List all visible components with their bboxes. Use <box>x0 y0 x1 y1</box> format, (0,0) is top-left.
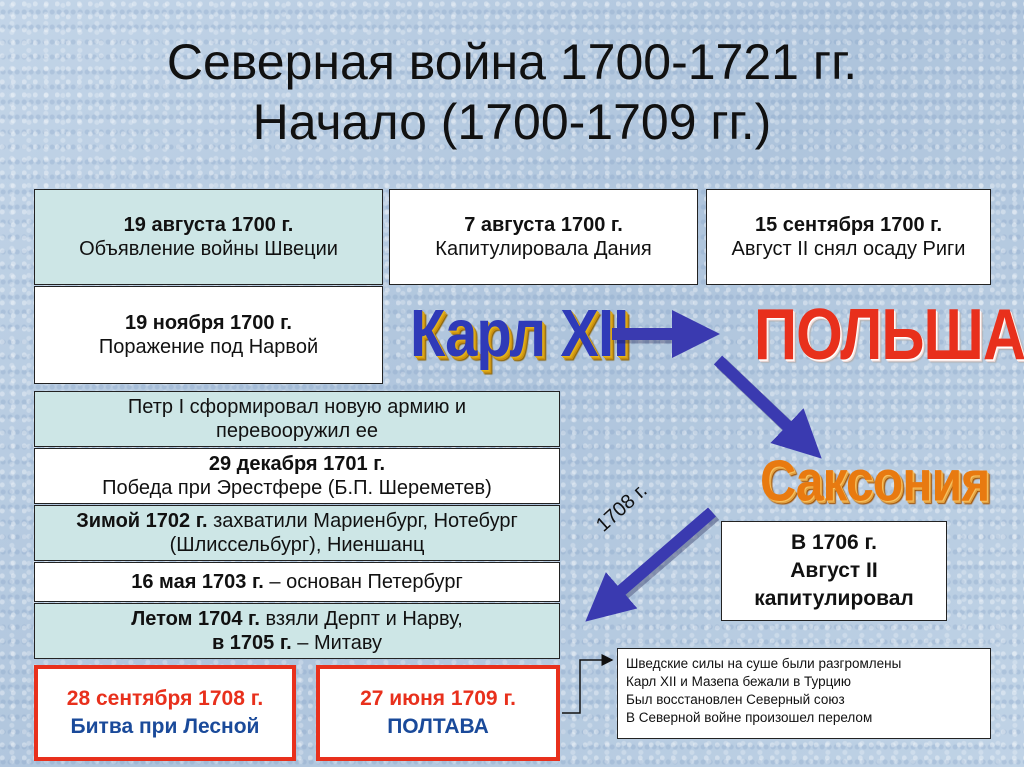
box-text: Август II снял осаду Риги <box>731 238 966 260</box>
box-text: Капитулировала Дания <box>435 238 652 260</box>
box-text-rest-2: – Митаву <box>291 632 383 654</box>
box-line-2: в 1705 г. – Митаву <box>212 631 382 655</box>
arrow-poland-to-saxony <box>713 355 822 459</box>
box-text: Битва при Лесной <box>70 715 260 738</box>
box-date: Летом 1704 г. <box>131 608 260 630</box>
label-saxony: Саксония <box>760 448 990 514</box>
label-karl-xii: Карл XII <box>410 296 629 371</box>
box-1702: Зимой 1702 г. захватили Мариенбург, Ноте… <box>34 505 560 561</box>
box-date: 15 сентября 1700 г. <box>754 214 943 236</box>
box-date: 19 августа 1700 г. <box>123 214 294 236</box>
label-poland: ПОЛЬША <box>754 294 1024 375</box>
result-item: Был восстановлен Северный союз <box>626 692 845 707</box>
box-new-army: Петр I сформировал новую армию и перевоо… <box>34 391 560 447</box>
page-title: Северная война 1700-1721 гг. Начало (170… <box>0 32 1024 152</box>
box-text: Петр I сформировал новую армию и перевоо… <box>127 396 467 442</box>
box-war-declaration: 19 августа 1700 г. Объявление войны Швец… <box>34 189 383 285</box>
box-line-1: Летом 1704 г. взяли Дерпт и Нарву, <box>131 607 463 631</box>
box-date: 19 ноября 1700 г. <box>125 312 292 334</box>
box-line-2: Август II <box>790 559 878 582</box>
results-box: Шведские силы на суше были разгромлены К… <box>617 648 991 739</box>
box-date: 29 декабря 1701 г. <box>208 453 386 475</box>
box-text: 16 мая 1703 г. – основан Петербург <box>131 570 463 594</box>
box-date: 7 августа 1700 г. <box>464 214 623 236</box>
box-text-rest: захватили Мариенбург, Нотебург (Шлиссель… <box>169 510 518 556</box>
box-narva: 19 ноября 1700 г. Поражение под Нарвой <box>34 286 383 384</box>
box-date: 27 июня 1709 г. <box>360 687 516 710</box>
box-text: ПОЛТАВА <box>387 715 489 738</box>
box-line-1: В 1706 г. <box>790 531 878 554</box>
box-poltava: 27 июня 1709 г. ПОЛТАВА <box>316 665 560 761</box>
box-date-2: в 1705 г. <box>211 632 292 654</box>
box-date: 28 сентября 1708 г. <box>66 687 264 710</box>
arrow-saxony-to-russia <box>585 507 720 622</box>
box-text: Зимой 1702 г. захватили Мариенбург, Ноте… <box>65 509 529 557</box>
arrow-karl-to-poland <box>612 310 720 358</box>
box-date: 16 мая 1703 г. <box>131 571 264 593</box>
result-item: Шведские силы на суше были разгромлены <box>626 656 902 671</box>
box-riga: 15 сентября 1700 г. Август II снял осаду… <box>706 189 991 285</box>
box-text-rest: – основан Петербург <box>263 571 463 593</box>
box-text: Объявление войны Швеции <box>79 238 338 260</box>
box-text: Поражение под Нарвой <box>98 336 319 358</box>
box-erestfer: 29 декабря 1701 г. Победа при Эрестфере … <box>34 448 560 504</box>
title-line-2: Начало (1700-1709 гг.) <box>252 94 772 150</box>
box-lesnaya: 28 сентября 1708 г. Битва при Лесной <box>34 665 296 761</box>
box-denmark: 7 августа 1700 г. Капитулировала Дания <box>389 189 698 285</box>
box-text: Победа при Эрестфере (Б.П. Шереметев) <box>102 477 492 499</box>
box-text-rest: взяли Дерпт и Нарву, <box>259 608 463 630</box>
connector-poltava-to-results <box>562 654 614 714</box>
result-item: Карл XII и Мазепа бежали в Турцию <box>626 674 852 689</box>
result-item: В Северной войне произошел перелом <box>626 710 873 725</box>
title-line-1: Северная война 1700-1721 гг. <box>166 34 858 90</box>
box-1704: Летом 1704 г. взяли Дерпт и Нарву, в 170… <box>34 603 560 659</box>
box-saxony-capitulation: В 1706 г. Август II капитулировал <box>721 521 947 621</box>
box-petersburg: 16 мая 1703 г. – основан Петербург <box>34 562 560 602</box>
box-line-3: капитулировал <box>754 587 914 610</box>
box-date: Зимой 1702 г. <box>76 510 208 532</box>
